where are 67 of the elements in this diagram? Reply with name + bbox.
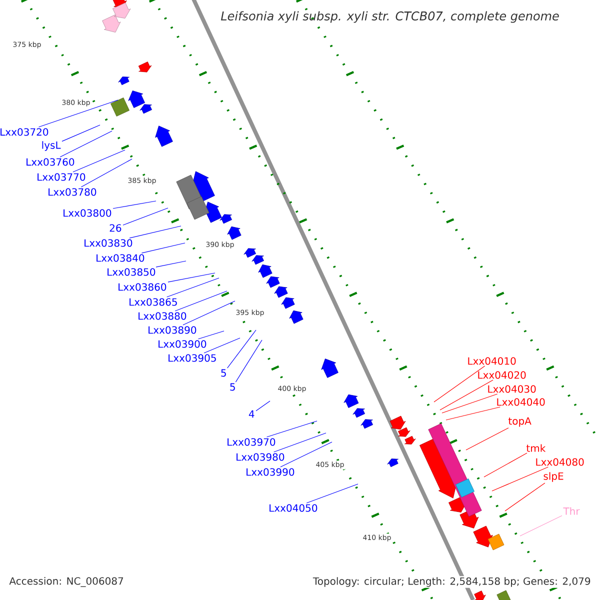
leader-line [156, 260, 186, 268]
leader-line [227, 330, 256, 368]
leader-line [266, 420, 318, 438]
gene-label: 5 [221, 369, 226, 377]
gene-label: Lxx04020 [478, 371, 526, 379]
gene-label: 4 [248, 410, 254, 418]
leader-line [466, 428, 509, 450]
leader-line [274, 432, 326, 452]
leader-line [168, 272, 216, 282]
leader-line [60, 130, 112, 158]
leader-line [306, 484, 358, 504]
gene-label: Lxx04040 [497, 398, 545, 406]
leader-line [72, 150, 126, 172]
info-text: Accession: NC_006087 [8, 576, 125, 588]
gene-label: Lxx03780 [48, 188, 96, 196]
gene-label: Lxx03800 [64, 209, 112, 217]
leader-line [38, 100, 118, 128]
gene-label: Lxx04050 [270, 504, 318, 512]
gene-label: Lxx03880 [138, 312, 186, 320]
gene-label: Thr [563, 507, 580, 515]
gene-label: Lxx04030 [488, 385, 536, 393]
leader-line [204, 338, 240, 354]
gene-label: Lxx03720 [0, 128, 48, 136]
leader-line [62, 124, 100, 142]
gene-label: 26 [110, 224, 122, 232]
gene-label: Lxx03840 [96, 254, 144, 262]
leader-line [442, 394, 498, 414]
leader-line [112, 200, 156, 209]
gene-label: Lxx03890 [148, 326, 196, 334]
leader-line [434, 366, 486, 402]
gene-label: tmk [526, 444, 546, 452]
gene-label: Lxx03970 [228, 438, 276, 446]
gene-label: slpE [544, 472, 564, 482]
leader-line [520, 515, 562, 536]
gene-label: Lxx03770 [38, 173, 86, 181]
leader-line [141, 242, 186, 254]
leader-line [280, 442, 332, 468]
gene-label: Lxx03980 [236, 453, 284, 461]
gene-label: Lxx03905 [168, 354, 216, 362]
leader-line [166, 278, 220, 298]
leader-line [484, 452, 528, 478]
gene-label: lysL [42, 141, 61, 151]
map-title: Leifsonia xyli subsp. xyli str. CTCB07, complete genome [220, 11, 559, 23]
leader-line [129, 226, 182, 238]
gene-label: Lxx03900 [158, 340, 206, 348]
leader-line [174, 290, 228, 312]
leader-line [122, 208, 168, 226]
gene-label: Lxx03860 [118, 283, 166, 291]
gene-label: Lxx03990 [246, 468, 294, 476]
gene-label: Lxx03830 [84, 239, 132, 247]
leader-line [440, 380, 494, 410]
leader-line [446, 406, 500, 420]
gene-label: 5 [230, 383, 235, 391]
gene-label: Lxx03760 [26, 158, 74, 166]
leader-line [256, 400, 270, 412]
leader-line [182, 300, 236, 326]
info-text: Topology: circular; Length: 2,584,158 bp; Genes: 2,079 [312, 576, 592, 588]
gene-label: Lxx03850 [108, 268, 156, 276]
leader-line [235, 340, 262, 382]
leader-line [80, 158, 132, 188]
gene-label: Lxx04080 [536, 458, 584, 466]
gene-label: topA [508, 417, 532, 427]
leader-line [198, 330, 224, 340]
gene-label: Lxx03865 [130, 298, 177, 306]
gene-label: Lxx04010 [468, 357, 516, 365]
leader-line [492, 466, 548, 492]
leader-line [504, 482, 546, 512]
